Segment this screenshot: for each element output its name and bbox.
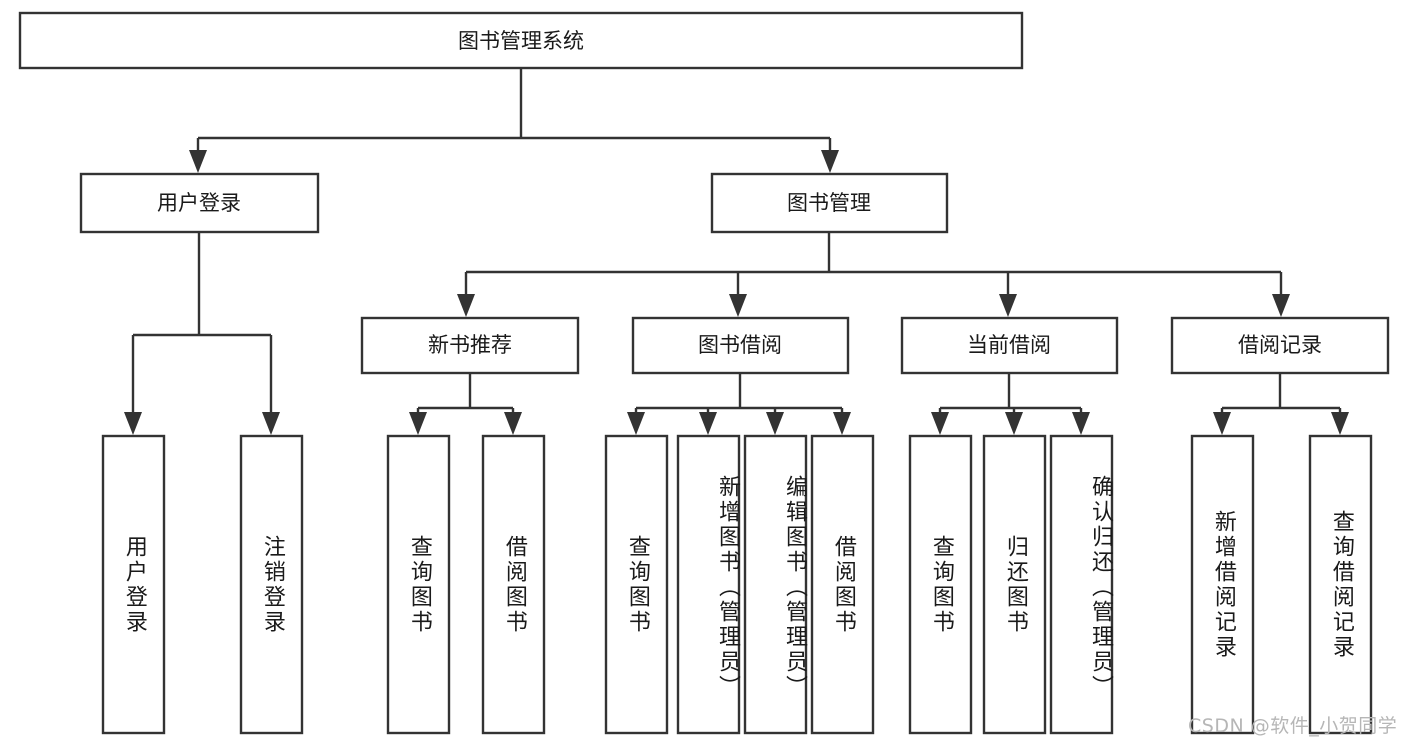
- arrow-head-borrow-record: [1272, 294, 1290, 317]
- node-leaf-borrow-book-2-box[interactable]: [810, 434, 875, 735]
- arrow-head-leaf-add-book: [699, 412, 717, 435]
- node-borrow-record-label: 借阅记录: [1238, 333, 1322, 357]
- node-leaf-query-book-3-box[interactable]: [908, 434, 973, 735]
- node-user-login[interactable]: 用户登录: [79, 172, 320, 234]
- node-leaf-borrow-book-1-box[interactable]: [481, 434, 546, 735]
- node-new-book-recommend-box[interactable]: [360, 316, 580, 375]
- node-book-borrow-label: 图书借阅: [698, 333, 782, 357]
- arrow-head-leaf-query-book-3: [931, 412, 949, 435]
- node-current-borrow-box[interactable]: [900, 316, 1119, 375]
- arrow-head-new-book-recommend: [457, 294, 475, 317]
- arrow-head-leaf-user-login: [124, 412, 142, 435]
- arrow-head-leaf-borrow-book-2: [833, 412, 851, 435]
- arrow-head-leaf-borrow-book-1: [504, 412, 522, 435]
- arrow-head-leaf-query-record: [1331, 412, 1349, 435]
- arrow-head-leaf-query-book-1: [409, 412, 427, 435]
- node-borrow-record-box[interactable]: [1170, 316, 1390, 375]
- node-leaf-return-book-box[interactable]: [982, 434, 1047, 735]
- arrow-head-book-borrow: [729, 294, 747, 317]
- node-leaf-add-record-box[interactable]: [1190, 434, 1255, 735]
- node-book-borrow[interactable]: 图书借阅: [631, 316, 850, 375]
- node-book-manage-box[interactable]: [710, 172, 949, 234]
- node-leaf-query-record-box[interactable]: [1308, 434, 1373, 735]
- csdn-watermark: CSDN @软件_小贺同学: [1188, 715, 1398, 737]
- node-leaf-add-book-box[interactable]: [676, 434, 741, 735]
- arrow-head-leaf-edit-book: [766, 412, 784, 435]
- node-root[interactable]: 图书管理系统: [18, 11, 1024, 70]
- arrow-head-user-login: [189, 150, 207, 173]
- arrow-head-leaf-add-record: [1213, 412, 1231, 435]
- node-book-manage[interactable]: 图书管理: [710, 172, 949, 234]
- arrow-head-leaf-query-book-2: [627, 412, 645, 435]
- arrow-head-leaf-return-book: [1005, 412, 1023, 435]
- arrow-head-book-manage: [821, 150, 839, 173]
- node-root-label: 图书管理系统: [458, 29, 584, 53]
- arrow-head-leaf-confirm-return: [1072, 412, 1090, 435]
- nodes-group: 图书管理系统 用户登录 图书管理 新书推荐 图书借阅 当前: [18, 11, 1390, 735]
- node-root-box[interactable]: [18, 11, 1024, 70]
- connectors-group: [124, 68, 1349, 435]
- node-new-book-recommend[interactable]: 新书推荐: [360, 316, 580, 375]
- node-leaf-user-login-box[interactable]: [101, 434, 166, 735]
- node-book-manage-label: 图书管理: [787, 191, 871, 215]
- node-user-login-box[interactable]: [79, 172, 320, 234]
- node-borrow-record[interactable]: 借阅记录: [1170, 316, 1390, 375]
- node-leaf-confirm-return-box[interactable]: [1049, 434, 1114, 735]
- node-leaf-edit-book-box[interactable]: [743, 434, 808, 735]
- node-leaf-user-logout-box[interactable]: [239, 434, 304, 735]
- node-new-book-recommend-label: 新书推荐: [428, 333, 512, 357]
- arrow-head-leaf-user-logout: [262, 412, 280, 435]
- arrow-head-current-borrow: [999, 294, 1017, 317]
- node-current-borrow[interactable]: 当前借阅: [900, 316, 1119, 375]
- node-book-borrow-box[interactable]: [631, 316, 850, 375]
- node-user-login-label: 用户登录: [157, 191, 241, 215]
- node-leaf-query-book-2-box[interactable]: [604, 434, 669, 735]
- node-current-borrow-label: 当前借阅: [967, 333, 1051, 357]
- node-leaf-query-book-1-box[interactable]: [386, 434, 451, 735]
